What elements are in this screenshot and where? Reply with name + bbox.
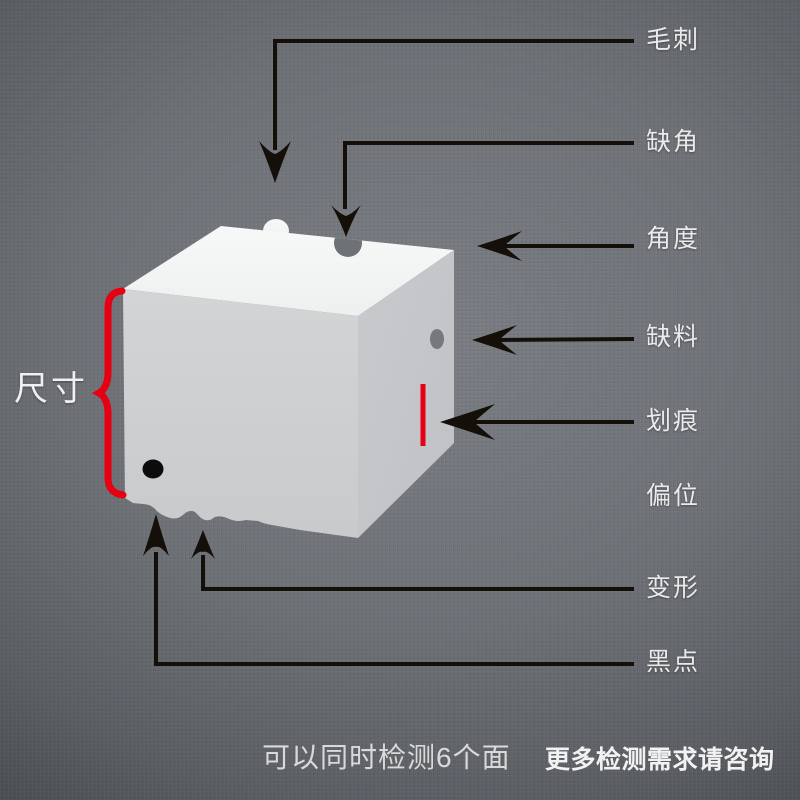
chipped-corner-notch (334, 229, 362, 257)
label-deformation: 变形 (646, 574, 701, 602)
label-scratch: 划痕 (646, 407, 701, 435)
dimension-brace (91, 287, 127, 499)
cube-right-face (358, 250, 454, 538)
angle-arrowhead (477, 231, 522, 261)
missing-material-hole (430, 329, 444, 349)
cube-front-face (123, 289, 358, 538)
label-offset: 偏位 (646, 482, 701, 510)
burr-arrowhead (259, 141, 291, 183)
black-spot-mark (142, 459, 164, 479)
label-angle: 角度 (646, 225, 701, 253)
burr-arrow-line (273, 39, 634, 150)
scratch-arrowhead (440, 404, 495, 440)
footer-note-consult: 更多检测需求请咨询 (545, 746, 775, 774)
black-spot-arrow-line (154, 552, 634, 666)
label-black-spot: 黑点 (646, 648, 701, 676)
deformation-arrowhead (191, 530, 215, 559)
chipped-corner-arrow-line (343, 141, 634, 209)
label-burr: 毛刺 (646, 26, 701, 54)
pointer-lines (154, 39, 635, 666)
footer-note-six-faces: 可以同时检测6个面 (262, 742, 511, 773)
black-spot-arrowhead (143, 514, 169, 556)
missing-material-arrow-line (497, 337, 635, 342)
deformation-arrow-line (201, 555, 634, 591)
cube-top-face (123, 226, 454, 316)
pointer-arrowheads (143, 141, 522, 559)
chipped-corner-arrowhead (331, 205, 361, 237)
label-missing-material: 缺料 (646, 323, 701, 351)
label-dimension: 尺寸 (14, 370, 88, 408)
label-chipped-corner: 缺角 (646, 128, 701, 156)
missing-material-arrowhead (472, 325, 517, 355)
